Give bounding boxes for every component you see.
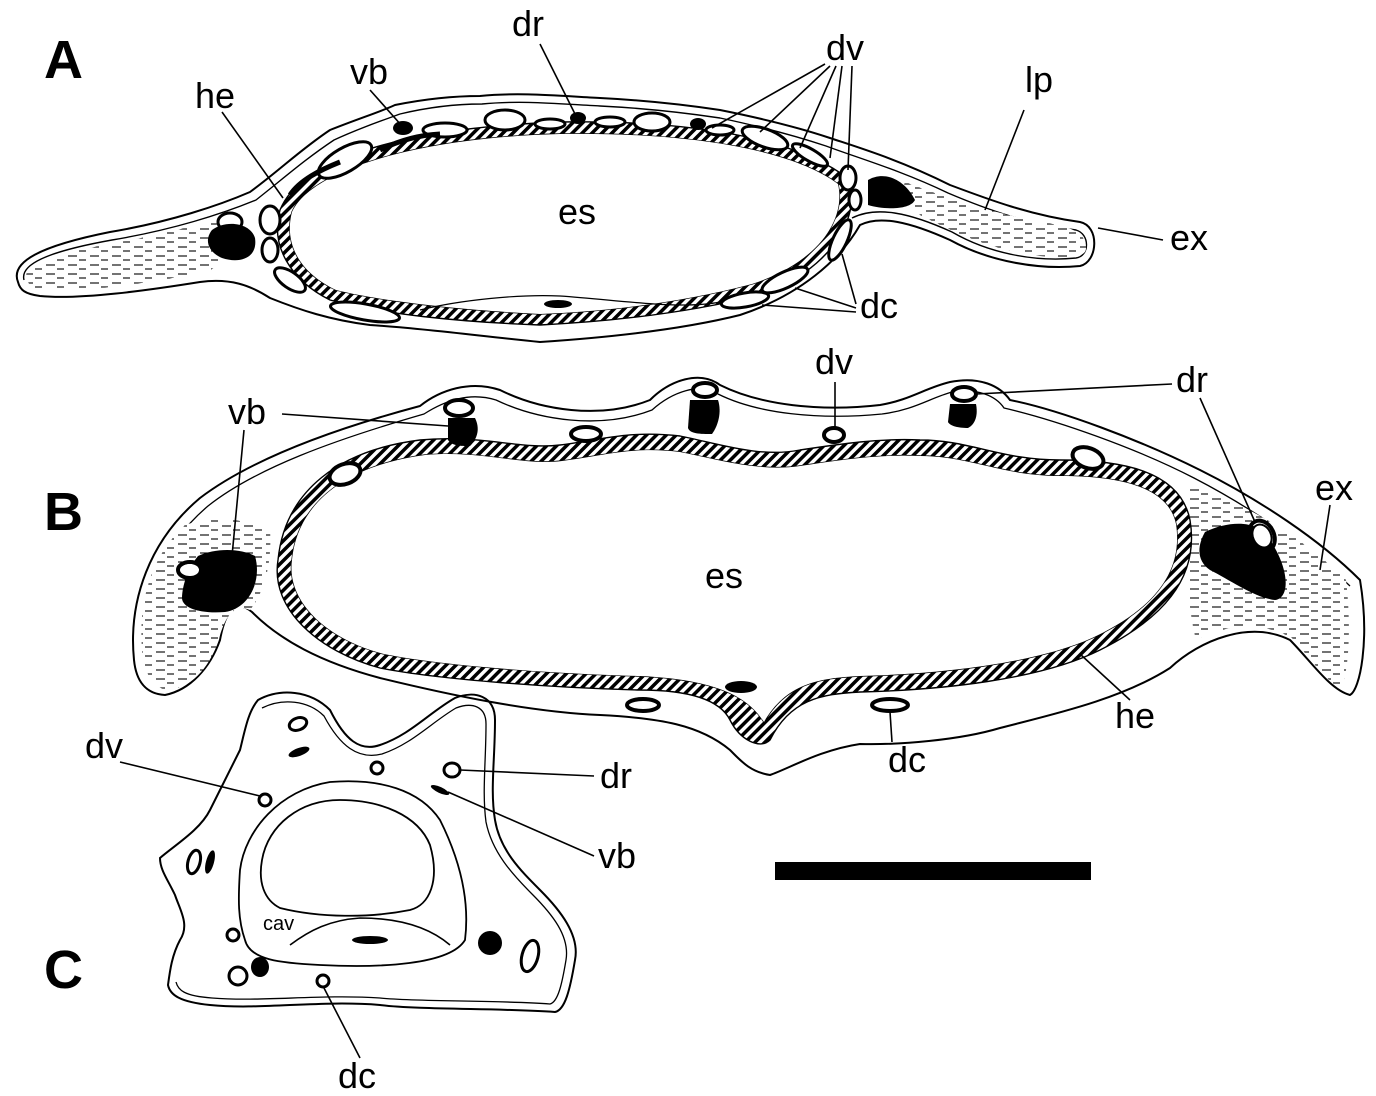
panel-letter-c: C — [44, 940, 83, 1000]
label-a-vb: vb — [350, 51, 388, 92]
panel-b: B es vb — [44, 341, 1364, 780]
label-b-he: he — [1115, 695, 1155, 736]
panel-letter-b: B — [44, 482, 83, 542]
panel-c-outer-wall — [160, 693, 576, 1012]
label-b-dr: dr — [1176, 359, 1208, 400]
label-b-ex: ex — [1315, 467, 1353, 508]
label-a-dc: dc — [860, 285, 898, 326]
label-a-ex: ex — [1170, 217, 1208, 258]
scale-bar — [775, 862, 1091, 880]
panel-a-right-lateral-plate — [903, 182, 1086, 257]
label-c-dr: dr — [600, 755, 632, 796]
label-a-es: es — [558, 191, 596, 232]
label-a-dv: dv — [826, 27, 864, 68]
label-b-dv: dv — [815, 341, 853, 382]
panel-c-inner-lumen — [261, 800, 434, 916]
label-c-cav: cav — [263, 913, 294, 935]
label-a-lp: lp — [1025, 59, 1053, 100]
panel-b-vb-ring-inner — [181, 564, 199, 576]
panel-a: A — [17, 3, 1208, 342]
label-c-dc: dc — [338, 1055, 376, 1096]
panel-c-outer-lumen — [239, 781, 466, 966]
panel-c: C cav dv dr vb dc — [44, 693, 636, 1096]
label-a-he: he — [195, 75, 235, 116]
label-b-vb: vb — [228, 391, 266, 432]
label-c-dv: dv — [85, 725, 123, 766]
label-b-dc: dc — [888, 739, 926, 780]
label-a-dr: dr — [512, 3, 544, 44]
label-c-vb: vb — [598, 835, 636, 876]
panel-a-left-lateral-plate — [26, 212, 240, 290]
panel-c-leader-lines — [120, 762, 594, 1058]
panel-letter-a: A — [44, 30, 83, 90]
label-b-es: es — [705, 555, 743, 596]
